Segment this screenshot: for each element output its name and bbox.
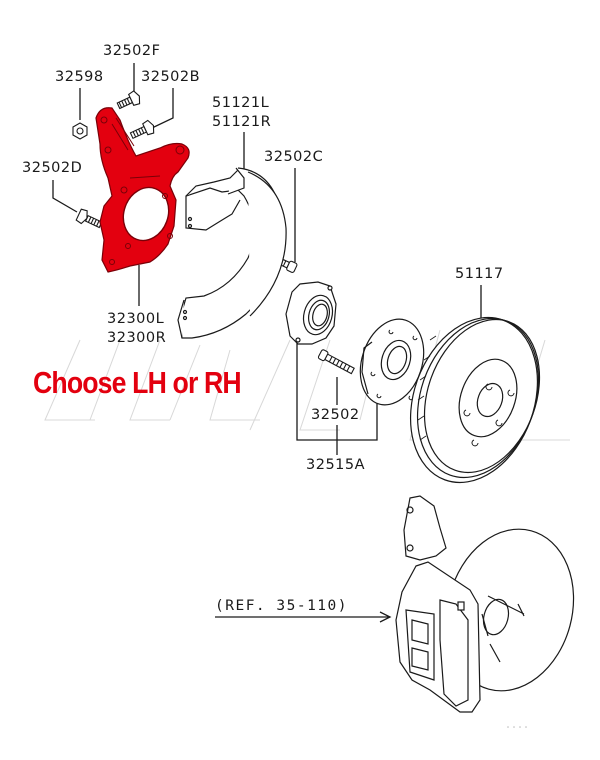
hub-bearing: [285, 281, 337, 345]
bolt-32502B-icon: [129, 119, 155, 140]
hub-bolt-32502-icon: [317, 349, 355, 375]
caliper-assembly: [395, 495, 575, 713]
label-32598[interactable]: 32598: [55, 69, 104, 85]
nut-32598-icon: [72, 122, 88, 140]
label-32300L[interactable]: 32300L: [107, 311, 165, 327]
steering-knuckle-highlighted: [95, 107, 190, 273]
label-32502B[interactable]: 32502B: [141, 69, 201, 85]
watermark-dots: [507, 726, 527, 728]
label-32515A[interactable]: 32515A: [306, 457, 366, 473]
dust-shield: [177, 167, 287, 339]
label-51121L[interactable]: 51121L: [212, 95, 270, 111]
hub-flange: [359, 318, 425, 406]
label-32502[interactable]: 32502: [311, 407, 360, 423]
leader-32502D: [52, 180, 78, 213]
leader-32502B: [151, 88, 174, 129]
label-51121R[interactable]: 51121R: [212, 114, 272, 130]
label-51117[interactable]: 51117: [455, 266, 504, 282]
bolt-32502D-icon: [75, 208, 103, 229]
label-32502C[interactable]: 32502C: [264, 149, 324, 165]
label-32502D[interactable]: 32502D: [22, 160, 83, 176]
hardware: [72, 90, 355, 375]
bolt-32502F-icon: [116, 90, 141, 110]
arrow-head: [379, 611, 392, 623]
brake-disc: [409, 316, 541, 484]
reference-label[interactable]: (REF. 35-110): [215, 598, 348, 614]
label-32502F[interactable]: 32502F: [103, 43, 161, 59]
choose-side-callout: Choose LH or RH: [33, 365, 242, 400]
label-32300R[interactable]: 32300R: [107, 330, 167, 346]
